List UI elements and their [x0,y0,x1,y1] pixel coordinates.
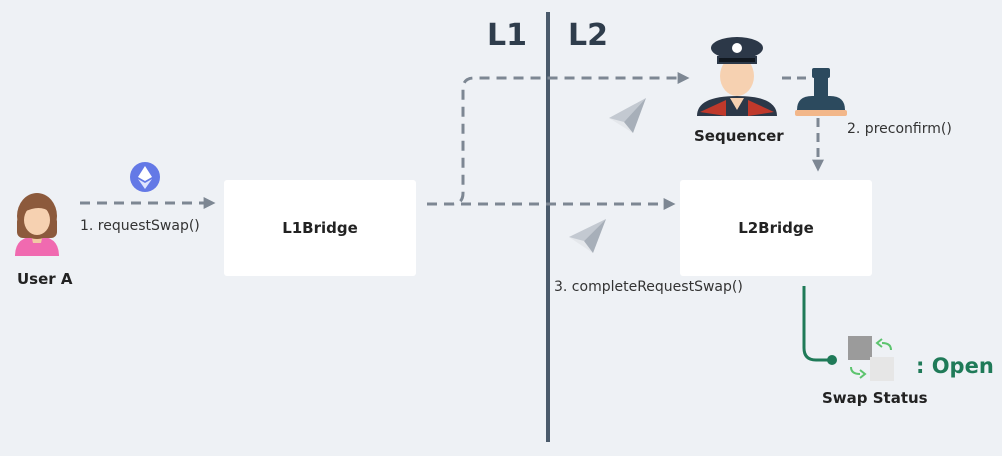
swap-status-label: Swap Status [822,389,928,407]
swap-status-icon [848,336,894,381]
step-preconfirm: 2. preconfirm() [847,121,952,137]
user-a-label: User A [17,270,73,288]
layer-label-l2: L2 [568,18,608,53]
stamp-icon [795,68,847,116]
status-connector-dot [827,355,837,365]
step-complete-request-swap: 3. completeRequestSwap() [554,279,743,295]
l2-bridge-box: L2Bridge [680,180,872,276]
paper-plane-icon-upper [609,98,646,133]
user-avatar-icon [15,193,59,256]
step-request-swap: 1. requestSwap() [80,218,200,234]
ethereum-icon [130,162,160,192]
paper-plane-icon-lower [569,219,606,253]
sequencer-label: Sequencer [694,127,784,145]
l1-bridge-box: L1Bridge [224,180,416,276]
swap-status-value: : Open [916,354,994,378]
police-officer-icon [697,37,777,116]
l2-bridge-label: L2Bridge [738,219,814,237]
layer-label-l1: L1 [487,18,527,53]
status-connector [802,286,830,362]
arrow-l1bridge-to-sequencer [427,72,690,206]
l1-bridge-label: L1Bridge [282,219,358,237]
